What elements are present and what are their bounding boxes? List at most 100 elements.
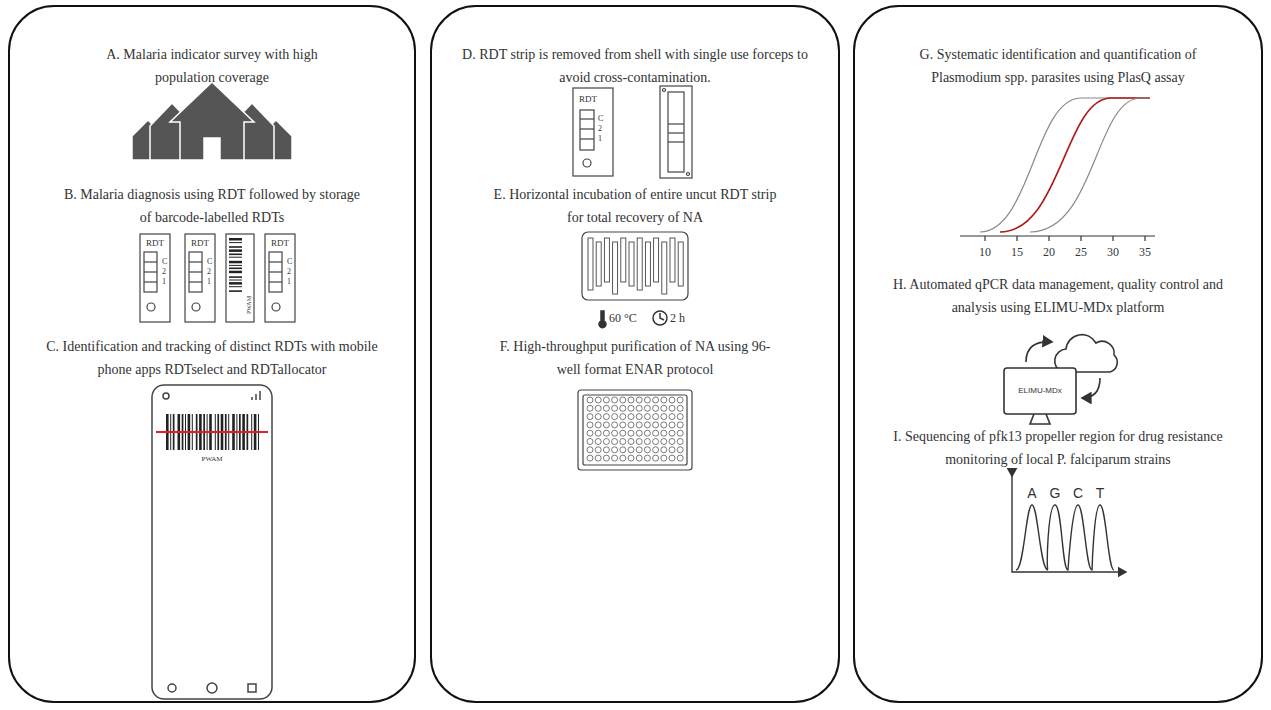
drawn-stroke xyxy=(661,397,667,403)
drawn-stroke xyxy=(669,447,675,453)
drawn-stroke xyxy=(669,455,675,461)
icon-label: C xyxy=(287,258,292,266)
drawn-stroke xyxy=(644,447,650,453)
icon-label: 60 °C xyxy=(609,312,637,324)
drawn-stroke xyxy=(653,447,659,453)
icon-label: RDT xyxy=(579,95,597,104)
drawn-stroke xyxy=(612,430,618,436)
drawn-stroke xyxy=(677,447,683,453)
drawn-stroke xyxy=(653,430,659,436)
drawn-stroke xyxy=(677,414,683,420)
drawn-stroke xyxy=(653,414,659,420)
drawn-stroke xyxy=(661,405,667,411)
drawn-stroke xyxy=(229,242,242,243)
icon-label: 2 xyxy=(287,268,291,276)
drawn-stroke xyxy=(628,405,634,411)
drawn-stroke xyxy=(636,397,642,403)
qpcr-plot xyxy=(960,98,1155,241)
drawn-stroke xyxy=(269,271,282,272)
drawn-stroke xyxy=(144,271,157,272)
drawn-stroke xyxy=(661,422,667,428)
drawn-stroke xyxy=(677,430,683,436)
drawn-stroke xyxy=(612,414,618,420)
icon-label: 25 xyxy=(1075,246,1087,258)
drawn-stroke xyxy=(644,422,650,428)
drawn-stroke xyxy=(229,271,242,274)
drawn-stroke xyxy=(677,405,683,411)
drawn-stroke xyxy=(628,447,634,453)
icon-label: 15 xyxy=(1011,246,1023,258)
drawn-stroke xyxy=(603,414,609,420)
drawn-stroke xyxy=(587,447,593,453)
drawn-stroke xyxy=(269,252,282,292)
drawn-stroke xyxy=(645,242,650,286)
drawn-stroke xyxy=(587,455,593,461)
drawn-stroke xyxy=(587,422,593,428)
drawn-stroke xyxy=(612,439,618,445)
drawn-stroke xyxy=(604,238,609,282)
icon-label: 1 xyxy=(162,278,166,286)
drawn-stroke xyxy=(229,265,242,266)
drawn-stroke xyxy=(144,281,157,282)
drawn-stroke xyxy=(603,455,609,461)
drawn-stroke xyxy=(229,261,242,264)
chromatogram xyxy=(1012,476,1126,572)
icon-label: 1 xyxy=(287,278,291,286)
icon-label: RDT xyxy=(146,239,164,248)
drawn-stroke xyxy=(628,397,634,403)
drawn-stroke xyxy=(612,405,618,411)
drawn-stroke xyxy=(644,414,650,420)
drawn-stroke xyxy=(1080,236,1081,241)
drawn-stroke xyxy=(229,282,242,285)
drawn-stroke xyxy=(620,439,626,445)
drawn-stroke xyxy=(620,397,626,403)
drawn-stroke xyxy=(628,439,634,445)
drawn-stroke xyxy=(644,405,650,411)
drawn-stroke xyxy=(620,447,626,453)
drawn-stroke xyxy=(265,234,295,322)
step-panel: D. RDT strip is removed from shell with … xyxy=(430,5,840,703)
drawn-stroke xyxy=(662,242,667,294)
houses-icon xyxy=(132,82,292,160)
icon-label: C xyxy=(207,258,212,266)
icon-label: A xyxy=(1027,486,1036,500)
rdt-shell xyxy=(573,88,613,176)
drawn-stroke xyxy=(669,414,675,420)
icon-label: T xyxy=(1096,486,1105,500)
drawn-stroke xyxy=(669,397,675,403)
step-text: F. High-throughput purification of NA us… xyxy=(495,335,775,381)
drawn-stroke xyxy=(269,261,282,262)
drawn-stroke xyxy=(644,455,650,461)
drawn-stroke xyxy=(669,405,675,411)
drawn-stroke xyxy=(603,422,609,428)
drawn-stroke xyxy=(1112,236,1113,241)
icon-label: 10 xyxy=(979,246,991,258)
drawn-stroke xyxy=(636,447,642,453)
drawn-stroke xyxy=(229,246,242,248)
drawn-stroke xyxy=(661,430,667,436)
step-text: I. Sequencing of pfk13 propeller region … xyxy=(878,425,1238,471)
drawn-stroke xyxy=(653,397,659,403)
drawn-stroke xyxy=(644,439,650,445)
icon-label: C xyxy=(1073,486,1083,500)
incubation-tray xyxy=(582,232,688,300)
well-plate xyxy=(578,390,692,470)
icon-label: ELIMU-MDx xyxy=(1018,387,1062,395)
step-text: D. RDT strip is removed from shell with … xyxy=(455,43,815,89)
drawn-stroke xyxy=(670,238,675,282)
drawn-stroke xyxy=(229,254,242,256)
drawn-stroke xyxy=(595,414,601,420)
drawn-stroke xyxy=(587,430,593,436)
icon-label: 1 xyxy=(207,278,211,286)
drawn-stroke xyxy=(678,242,683,286)
drawn-stroke xyxy=(677,422,683,428)
drawn-stroke xyxy=(192,303,200,311)
drawn-stroke xyxy=(269,281,282,282)
step-panel: G. Systematic identification and quantif… xyxy=(853,5,1263,703)
drawn-stroke xyxy=(1016,236,1017,241)
drawn-stroke xyxy=(661,414,667,420)
drawn-stroke xyxy=(669,430,675,436)
icon-label: 35 xyxy=(1139,246,1151,258)
step-text: G. Systematic identification and quantif… xyxy=(888,43,1228,89)
